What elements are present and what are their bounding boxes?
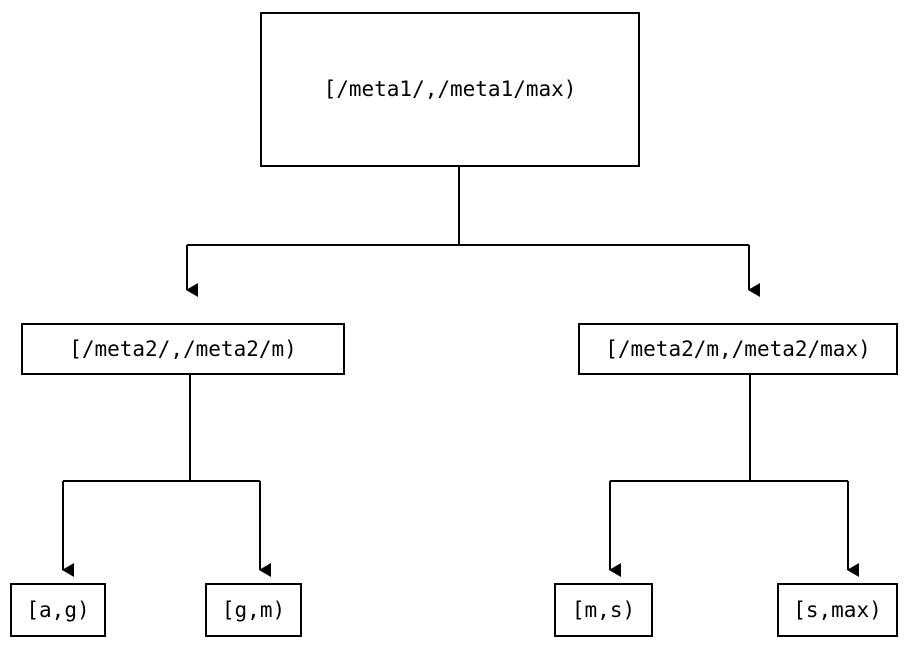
tree-node-meta2-high[interactable]: [/meta2/m,/meta2/max) bbox=[578, 323, 898, 375]
tree-node-meta2-high-label: [/meta2/m,/meta2/max) bbox=[605, 336, 871, 361]
tree-node-leaf-smax[interactable]: [s,max) bbox=[777, 583, 898, 637]
tree-node-leaf-ag[interactable]: [a,g) bbox=[10, 583, 106, 637]
tree-node-root[interactable]: [/meta1/,/meta1/max) bbox=[260, 12, 640, 167]
tree-node-leaf-gm-label: [g,m) bbox=[221, 597, 286, 622]
tree-node-meta2-low-label: [/meta2/,/meta2/m) bbox=[69, 336, 297, 361]
tree-node-leaf-ag-label: [a,g) bbox=[26, 597, 90, 622]
tree-node-leaf-gm[interactable]: [g,m) bbox=[205, 583, 302, 637]
tree-node-leaf-smax-label: [s,max) bbox=[793, 597, 882, 622]
tree-node-leaf-ms[interactable]: [m,s) bbox=[554, 583, 653, 637]
tree-node-leaf-ms-label: [m,s) bbox=[571, 597, 636, 622]
tree-node-root-label: [/meta1/,/meta1/max) bbox=[323, 77, 577, 101]
tree-node-meta2-low[interactable]: [/meta2/,/meta2/m) bbox=[21, 323, 345, 375]
